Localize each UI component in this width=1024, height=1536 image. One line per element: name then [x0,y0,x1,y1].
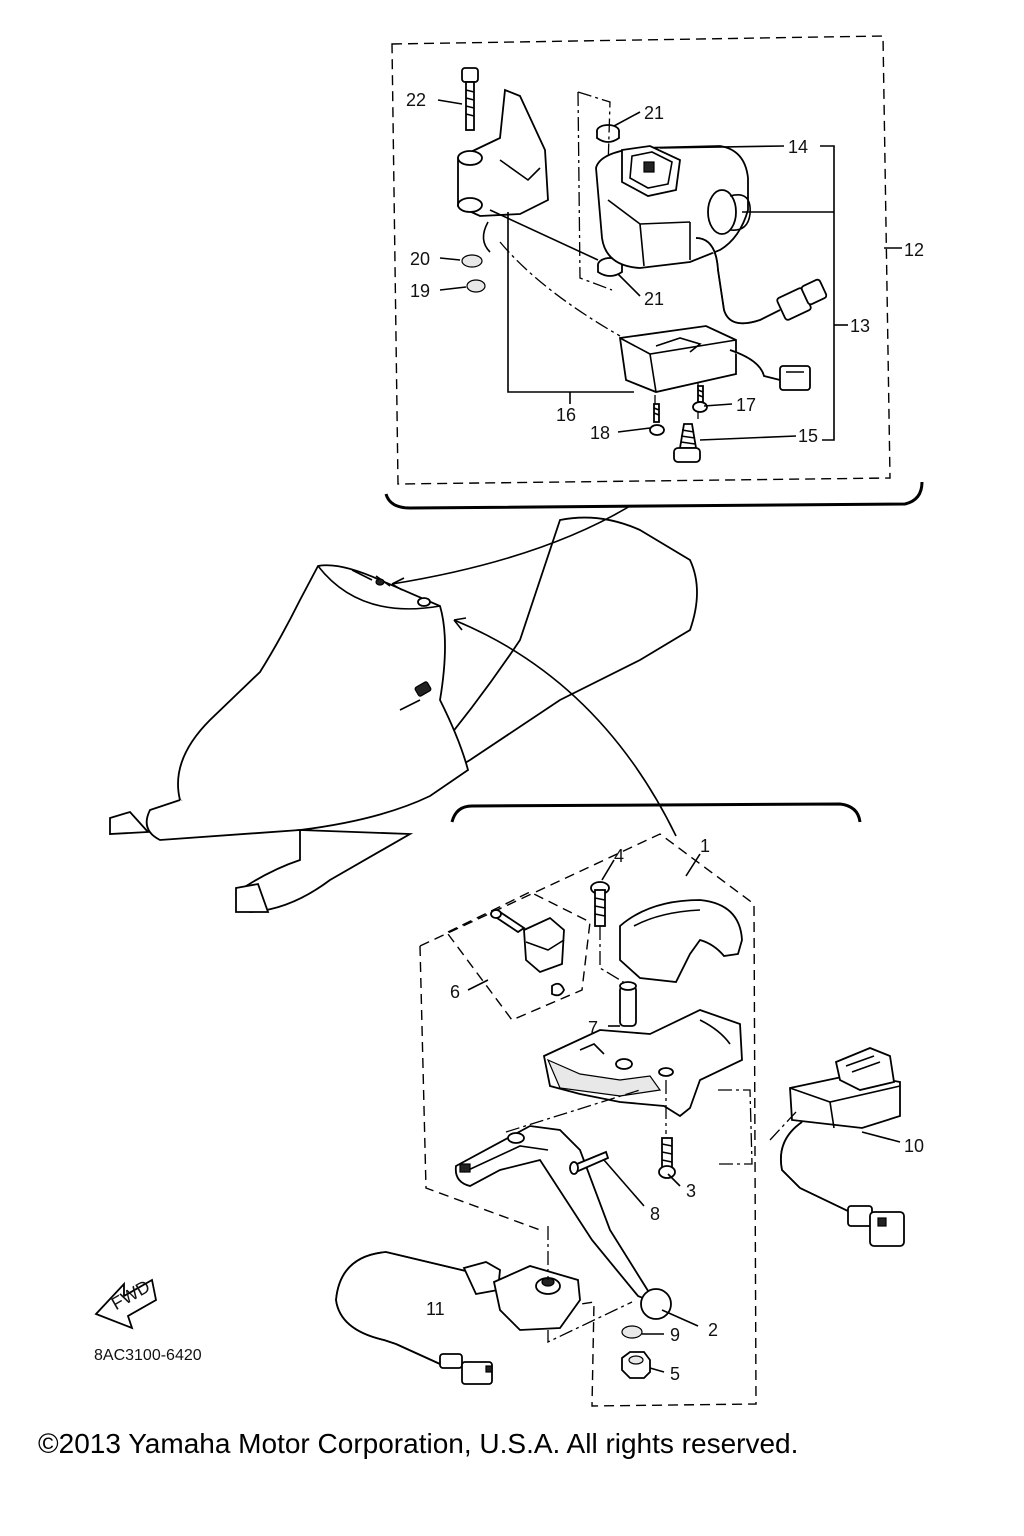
switch-cable-13 [695,237,828,325]
callout-1: 1 [700,836,710,856]
callout-15: 15 [798,426,818,446]
callout-16: 16 [556,405,576,425]
bolt-3 [658,1137,676,1179]
grommet-21-top [596,124,620,143]
callout-17: 17 [736,395,756,415]
bolt-15 [673,423,701,463]
part-number: 8AC3100-6420 [94,1347,202,1364]
callout-9: 9 [670,1325,680,1345]
callout-19: 19 [410,281,430,301]
callout-13: 13 [850,316,870,336]
bolt-22 [461,67,479,131]
washer-20 [461,254,483,268]
lever-switch-11 [335,1251,581,1385]
screw-8 [569,1150,610,1175]
callout-21-top: 21 [644,103,664,123]
callout-21-bottom: 21 [644,289,664,309]
copyright-notice: ©2013 Yamaha Motor Corporation, U.S.A. A… [38,1428,799,1459]
callout-4: 4 [614,846,624,866]
callout-12: 12 [904,240,924,260]
screw-17 [692,385,708,413]
collar-7 [619,981,637,1027]
callout-8: 8 [650,1204,660,1224]
heater-switch-10 [780,1047,905,1247]
lever-bracket [542,1009,743,1118]
lower-assembly [335,802,905,1407]
washer-9 [621,1325,643,1339]
callout-3: 3 [686,1181,696,1201]
callout-10: 10 [904,1136,924,1156]
spring-washer-19 [466,279,486,293]
callout-22: 22 [406,90,426,110]
callout-14: 14 [788,137,808,157]
mounting-bracket [457,88,549,253]
control-module-16 [618,325,811,393]
callout-7: 7 [588,1018,598,1038]
callout-6: 6 [450,982,460,1002]
callout-5: 5 [670,1364,680,1384]
nut-5 [621,1351,651,1379]
switch-cover [619,899,743,983]
bolt-4 [590,881,610,927]
callout-18: 18 [590,423,610,443]
callout-2: 2 [708,1320,718,1340]
callout-20: 20 [410,249,430,269]
switch-housing-14 [595,145,751,269]
switch-button-6 [490,909,565,997]
callout-11: 11 [426,1299,445,1319]
screw-18 [649,403,665,436]
snowmobile-outline [109,505,698,913]
fwd-arrow-icon: FWD [94,1276,158,1330]
upper-assembly [384,35,924,510]
